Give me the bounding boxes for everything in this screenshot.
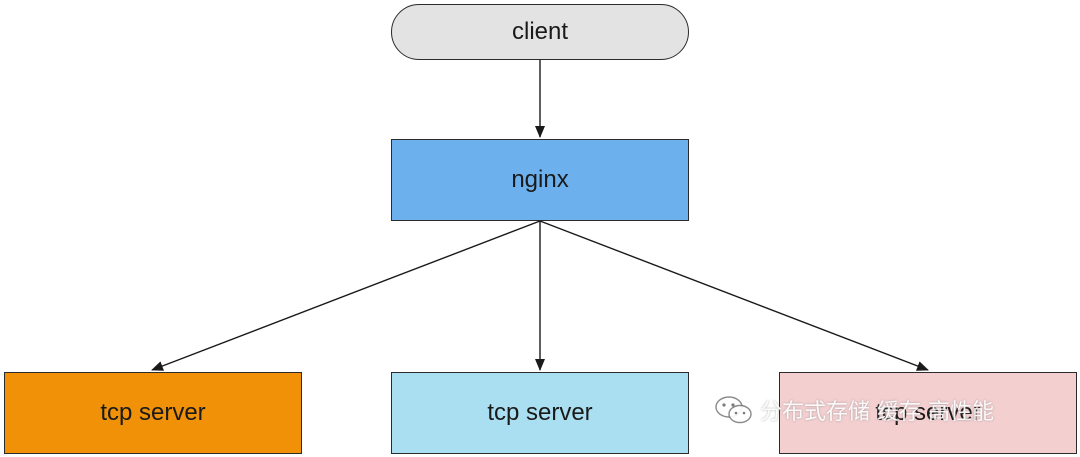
tcp-server-right-node: tcp server — [779, 372, 1077, 454]
tcp-server-mid-node: tcp server — [391, 372, 689, 454]
tcp-server-left-label: tcp server — [100, 399, 206, 426]
watermark-text: 分布式存储 缓存 高性能 — [760, 400, 994, 425]
client-label: client — [511, 18, 569, 45]
tcp-server-left-node: tcp server — [4, 372, 302, 454]
edge-nginx-to-server-right — [539, 220, 929, 371]
client-node: client — [391, 4, 689, 60]
nginx-node: nginx — [391, 139, 689, 221]
edge-nginx-to-server-left — [151, 220, 541, 371]
wechat-icon — [715, 396, 752, 424]
nginx-label: nginx — [511, 166, 569, 193]
tcp-server-mid-label: tcp server — [487, 399, 593, 426]
tcp-server-right-label: tcp server — [875, 399, 981, 426]
watermark: 分布式存储 缓存 高性能 — [714, 394, 994, 426]
